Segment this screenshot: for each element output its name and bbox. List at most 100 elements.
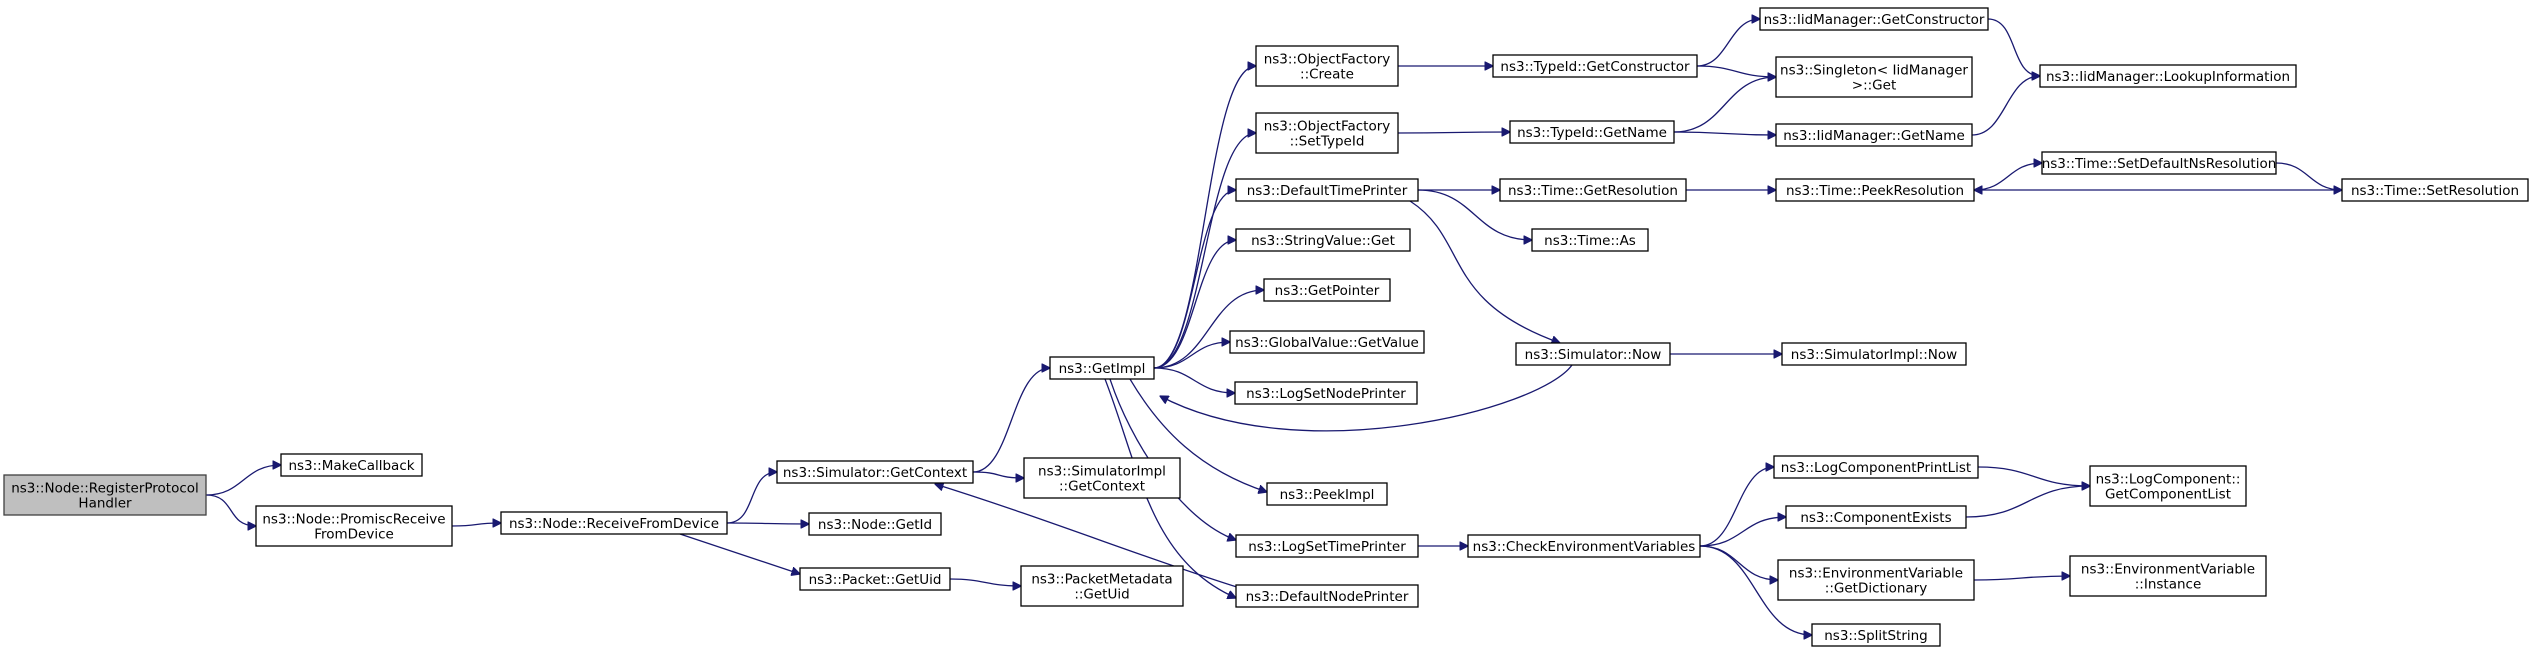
edge-n7-to-n10 xyxy=(1153,66,1256,369)
node-ns3-logcomponent-getcomponentlist[interactable]: ns3::LogComponent::GetComponentList xyxy=(2089,465,2247,507)
node-label: ns3::LogSetNodePrinter xyxy=(1246,386,1406,402)
node-label: ::GetDictionary xyxy=(1825,581,1927,597)
node-ns3-packetmetadata-getuid[interactable]: ns3::PacketMetadata::GetUid xyxy=(1020,565,1184,607)
node-ns3-typeid-getname[interactable]: ns3::TypeId::GetName xyxy=(1509,120,1675,144)
node-label: ::SetTypeId xyxy=(1290,134,1365,150)
node-box xyxy=(1049,356,1155,380)
node-box xyxy=(1229,330,1425,354)
node-ns3-simulatorimpl-getcontext[interactable]: ns3::SimulatorImpl::GetContext xyxy=(1023,457,1181,499)
node-box xyxy=(1785,505,1967,529)
node-label: ns3::Simulator::GetContext xyxy=(783,465,967,481)
node-ns3-environmentvariable-instance[interactable]: ns3::EnvironmentVariable::Instance xyxy=(2069,555,2267,597)
node-label: ns3::MakeCallback xyxy=(288,458,414,474)
node-ns3-objectfactory-settypeid[interactable]: ns3::ObjectFactory::SetTypeId xyxy=(1255,112,1399,154)
node-label: ns3::SimulatorImpl::Now xyxy=(1791,347,1957,363)
node-ns3-packet-getuid[interactable]: ns3::Packet::GetUid xyxy=(799,567,951,591)
node-label: ns3::GlobalValue::GetValue xyxy=(1235,335,1419,351)
node-box xyxy=(1499,178,1687,202)
node-ns3-singleton-iidmanager-get[interactable]: ns3::Singleton< IidManager >::Get xyxy=(1775,56,1973,98)
edge-n28-to-n35 xyxy=(1971,76,2040,136)
node-ns3-time-as[interactable]: ns3::Time::As xyxy=(1531,228,1649,252)
node-ns3-splitstring[interactable]: ns3::SplitString xyxy=(1811,623,1941,647)
node-ns3-objectfactory-create[interactable]: ns3::ObjectFactory::Create xyxy=(1255,45,1399,87)
node-ns3-defaultnodeprinter[interactable]: ns3::DefaultNodePrinter xyxy=(1235,584,1419,608)
node-box xyxy=(1775,123,1973,147)
node-box xyxy=(776,460,974,484)
node-box xyxy=(1492,54,1698,78)
node-box xyxy=(1531,228,1649,252)
node-ns3-simulator-now[interactable]: ns3::Simulator::Now xyxy=(1515,342,1671,366)
node-label: FromDevice xyxy=(314,527,394,543)
node-box xyxy=(1235,534,1419,558)
node-ns3-getpointer[interactable]: ns3::GetPointer xyxy=(1263,278,1391,302)
node-ns3-defaulttimeprinter[interactable]: ns3::DefaultTimePrinter xyxy=(1235,178,1419,202)
node-ns3-peekimpl[interactable]: ns3::PeekImpl xyxy=(1266,482,1388,506)
node-ns3-iidmanager-getconstructor[interactable]: ns3::IidManager::GetConstructor xyxy=(1759,7,1989,31)
node-box xyxy=(1235,178,1419,202)
node-ns3-checkenvironmentvariables[interactable]: ns3::CheckEnvironmentVariables xyxy=(1467,534,1701,558)
node-label: ns3::LogComponent:: xyxy=(2096,472,2241,488)
edge-n25-to-n32 xyxy=(1699,517,1786,547)
node-ns3-globalvalue-getvalue[interactable]: ns3::GlobalValue::GetValue xyxy=(1229,330,1425,354)
node-box xyxy=(1467,534,1701,558)
edge-n7-to-n13 xyxy=(1153,240,1236,369)
node-label: ns3::DefaultTimePrinter xyxy=(1247,183,1408,199)
node-ns3-getimpl[interactable]: ns3::GetImpl xyxy=(1049,356,1155,380)
node-label: ns3::ComponentExists xyxy=(1800,510,1951,526)
edge-n0-to-n2 xyxy=(205,494,256,526)
node-label: ::Instance xyxy=(2135,577,2202,593)
edge-n12-to-n23 xyxy=(1417,189,1532,240)
node-ns3-time-peekresolution[interactable]: ns3::Time::PeekResolution xyxy=(1775,178,1975,202)
node-box xyxy=(280,453,423,477)
node-box xyxy=(1515,342,1671,366)
node-ns3-iidmanager-lookupinformation[interactable]: ns3::IidManager::LookupInformation xyxy=(2039,64,2297,88)
node-label: ns3::EnvironmentVariable xyxy=(1789,566,1963,582)
node-ns3-typeid-getconstructor[interactable]: ns3::TypeId::GetConstructor xyxy=(1492,54,1698,78)
node-box xyxy=(1023,457,1181,499)
node-label: ns3::Simulator::Now xyxy=(1525,347,1662,363)
node-ns3-time-setresolution[interactable]: ns3::Time::SetResolution xyxy=(2341,178,2529,202)
node-label: ns3::StringValue::Get xyxy=(1251,233,1395,249)
edge-n7-to-n14 xyxy=(1153,290,1264,369)
node-label: ns3::IidManager::GetName xyxy=(1783,128,1965,144)
edge-n3-to-n4 xyxy=(726,472,777,524)
node-ns3-time-getresolution[interactable]: ns3::Time::GetResolution xyxy=(1499,178,1687,202)
node-ns3-makecallback[interactable]: ns3::MakeCallback xyxy=(280,453,423,477)
node-box xyxy=(1773,455,1979,479)
node-ns3-logcomponentprintlist[interactable]: ns3::LogComponentPrintList xyxy=(1773,455,1979,479)
node-box xyxy=(1509,120,1675,144)
node-label: ns3::TypeId::GetName xyxy=(1517,125,1667,141)
node-label: ns3::PeekImpl xyxy=(1280,487,1375,503)
node-box xyxy=(500,511,728,535)
node-ns3-logsettimeprinter[interactable]: ns3::LogSetTimePrinter xyxy=(1235,534,1419,558)
node-ns3-componentexists[interactable]: ns3::ComponentExists xyxy=(1785,505,1967,529)
node-label: ns3::Time::SetDefaultNsResolution xyxy=(2042,156,2277,172)
node-ns3-node-getid[interactable]: ns3::Node::GetId xyxy=(808,512,942,536)
node-ns3-iidmanager-getname[interactable]: ns3::IidManager::GetName xyxy=(1775,123,1973,147)
node-box xyxy=(1020,565,1184,607)
node-label: ns3::IidManager::GetConstructor xyxy=(1764,12,1985,28)
node-ns3-stringvalue-get[interactable]: ns3::StringValue::Get xyxy=(1235,228,1411,252)
node-box xyxy=(1235,584,1419,608)
node-ns3-environmentvariable-getdictionary[interactable]: ns3::EnvironmentVariable::GetDictionary xyxy=(1777,559,1975,601)
node-box xyxy=(1255,112,1399,154)
node-box xyxy=(1811,623,1941,647)
node-box xyxy=(1263,278,1391,302)
node-ns3-simulatorimpl-now[interactable]: ns3::SimulatorImpl::Now xyxy=(1781,342,1967,366)
node-ns3-node-receivefromdevice[interactable]: ns3::Node::ReceiveFromDevice xyxy=(500,511,728,535)
node-ns3-simulator-getcontext[interactable]: ns3::Simulator::GetContext xyxy=(776,460,974,484)
node-label: ns3::SimulatorImpl xyxy=(1038,464,1166,480)
node-ns3-time-setdefaultnsresolution[interactable]: ns3::Time::SetDefaultNsResolution xyxy=(2041,151,2277,175)
edge-n11-to-n21 xyxy=(1397,132,1510,133)
node-box xyxy=(3,474,207,516)
node-box xyxy=(1759,7,1989,31)
edge-n36-to-n37 xyxy=(2275,162,2342,190)
node-box xyxy=(1234,381,1418,405)
edge-n4-to-n7 xyxy=(972,368,1050,473)
node-label: ns3::IidManager::LookupInformation xyxy=(2046,69,2290,85)
node-ns3-logsetnodeprinter[interactable]: ns3::LogSetNodePrinter xyxy=(1234,381,1418,405)
